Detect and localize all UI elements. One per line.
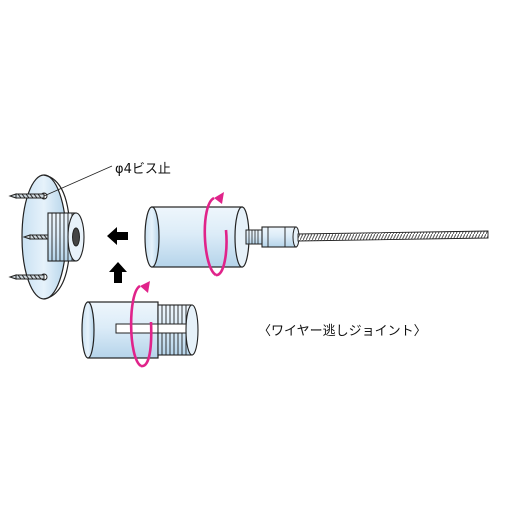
screw-top	[8, 193, 45, 199]
arrow-left-icon	[107, 227, 128, 245]
rotate-arrow-icon	[129, 281, 153, 368]
arrow-up-icon	[109, 262, 127, 283]
screw-middle	[22, 234, 51, 240]
wire-cable	[297, 230, 489, 242]
screws	[8, 193, 51, 280]
slotted-sleeve	[81, 301, 199, 359]
screw-leader-line	[43, 165, 113, 197]
joint-cylinder	[144, 206, 250, 268]
diagram-caption: 〈ワイヤー逃しジョイント〉	[258, 324, 427, 339]
screw-bottom	[8, 274, 45, 280]
rotate-arrow-icon	[203, 192, 228, 277]
cable-end-fitting	[245, 226, 300, 248]
screw-label: φ4ビス止	[115, 162, 171, 177]
base-threaded-boss	[47, 212, 85, 262]
